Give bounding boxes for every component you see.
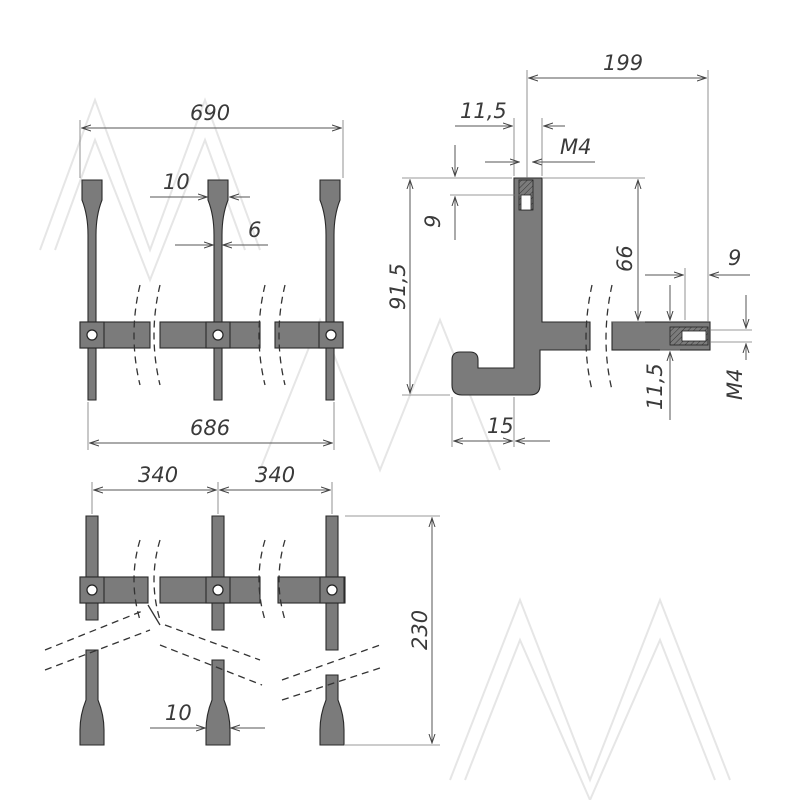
dim-height: 230 [408, 610, 432, 650]
break-line [147, 604, 161, 626]
break-line [133, 539, 141, 621]
screw-hole [212, 584, 224, 596]
break-line [258, 284, 266, 386]
dim-thread-top: M4 [560, 135, 591, 159]
dim-depth-top: 9 [421, 215, 445, 228]
diagonal-break [281, 667, 381, 701]
screw-hole [86, 329, 98, 341]
dim-arm-end: 9 [728, 246, 741, 270]
dim-spacing-left: 340 [138, 463, 178, 487]
break-line [278, 539, 286, 621]
screw-hole [212, 329, 224, 341]
diagonal-break [164, 624, 261, 661]
diagonal-break [159, 644, 263, 686]
diagonal-break [44, 609, 146, 651]
dim-height: 91,5 [386, 263, 410, 310]
dim-thickness: 11,5 [643, 363, 667, 410]
dim-spacing-right: 340 [255, 463, 295, 487]
bottom-view: 340 340 230 10 [44, 463, 440, 746]
watermark-logo [39, 97, 731, 800]
diagonal-break [44, 629, 151, 671]
dim-bottom-width: 686 [190, 416, 230, 440]
rod-right-lower [319, 674, 345, 746]
dim-neck-width: 6 [248, 218, 261, 242]
diagonal-break [281, 644, 381, 681]
dim-overall-width: 690 [190, 101, 230, 125]
break-line [258, 539, 266, 621]
rod-right [319, 179, 341, 401]
dim-thread-right: M4 [723, 369, 747, 400]
dim-offset: 11,5 [460, 99, 507, 123]
rod-middle-lower [205, 659, 231, 746]
side-view: 199 11,5 M4 91,5 9 66 9 1 [386, 51, 752, 447]
break-line [605, 284, 613, 391]
hook-profile [451, 177, 591, 396]
break-line [133, 284, 141, 386]
dim-rod-width: 10 [163, 170, 190, 194]
break-line [153, 539, 161, 621]
break-line [153, 284, 161, 386]
rod-left [85, 515, 99, 621]
rod-left-lower [79, 649, 105, 746]
screw-hole [325, 329, 337, 341]
dim-rod-width: 10 [165, 701, 192, 725]
break-line [585, 284, 593, 391]
dim-arm-height: 66 [613, 245, 637, 272]
rod-left [81, 179, 103, 401]
dim-length: 199 [603, 51, 643, 75]
break-line [278, 284, 286, 386]
dim-hook-width: 15 [487, 414, 514, 438]
rod-middle [211, 515, 225, 631]
rod-middle [207, 179, 229, 401]
screw-hole [86, 584, 98, 596]
top-left-view: 690 10 6 686 [79, 101, 344, 450]
screw-hole [326, 584, 338, 596]
